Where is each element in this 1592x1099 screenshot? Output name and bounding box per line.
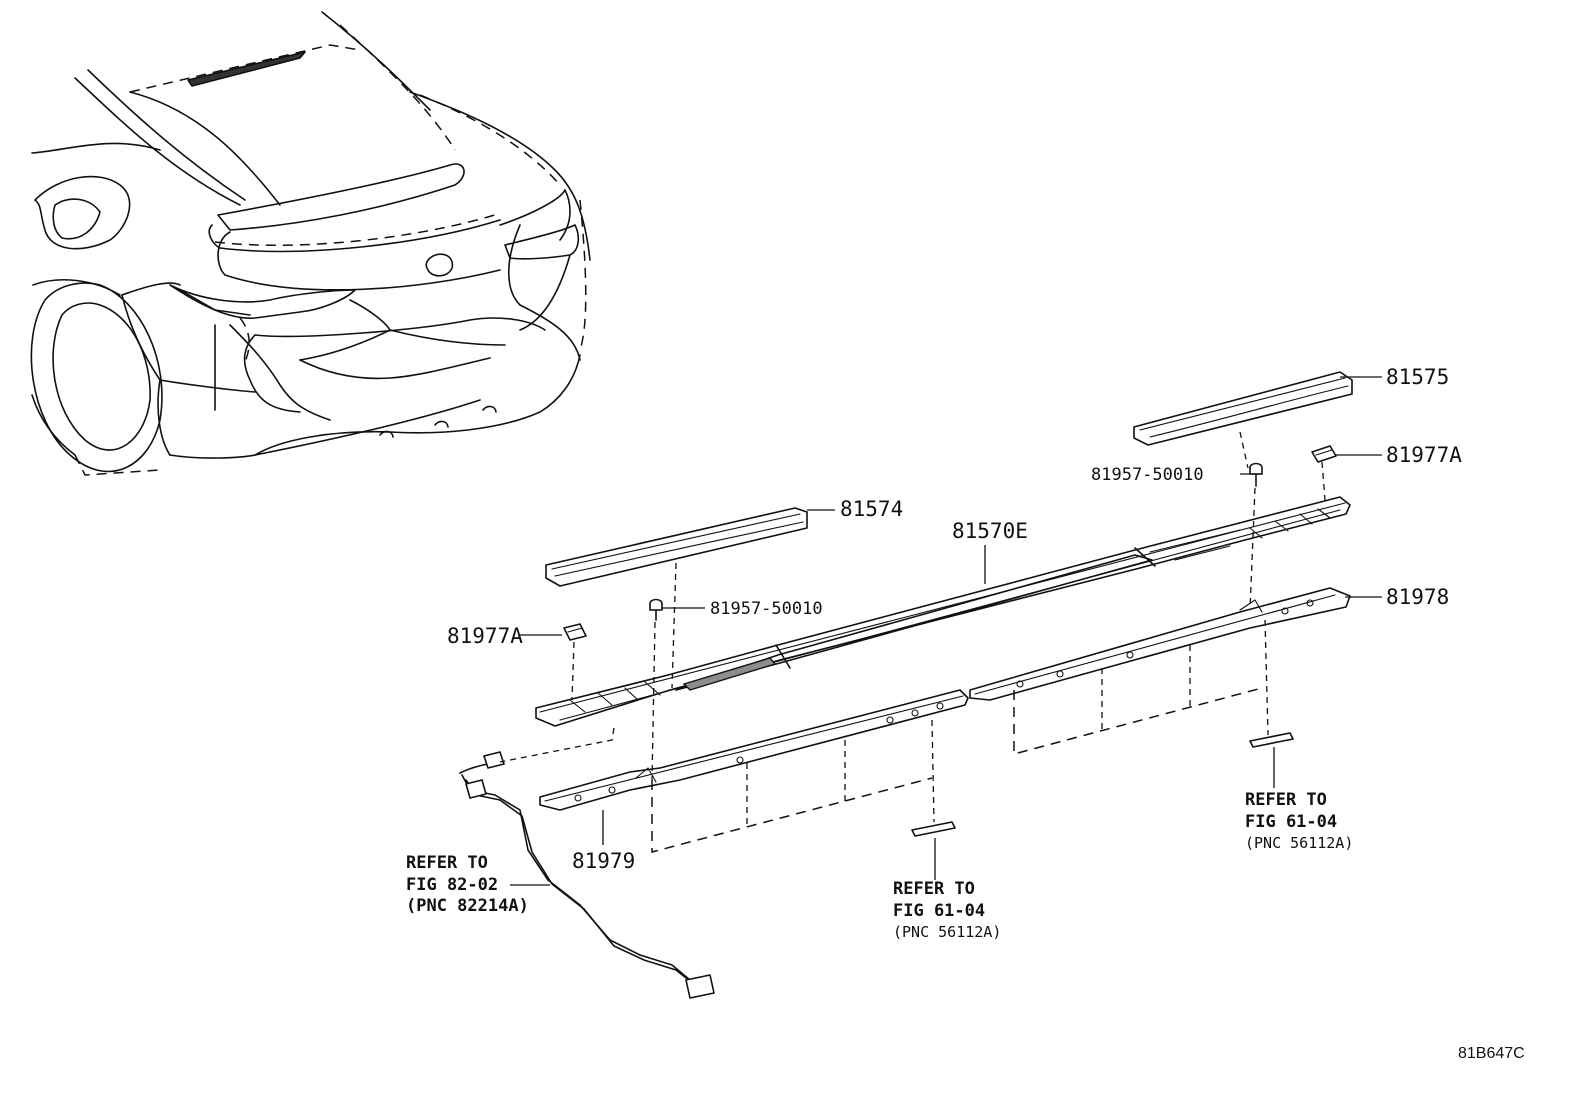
callout-81957-left: 81957-50010 <box>710 599 823 619</box>
assembly-lines <box>499 431 1326 853</box>
reference-harness: REFER TO FIG 82-02 (PNC 82214A) <box>406 853 529 916</box>
retainer-81979 <box>539 689 969 811</box>
reference-center-line3: (PNC 56112A) <box>893 923 1001 941</box>
clip-56112a-right <box>1249 732 1294 748</box>
reference-harness-line2: FIG 82-02 <box>406 875 498 895</box>
clip-81977a-right <box>1311 445 1337 463</box>
callout-81978: 81978 <box>1386 585 1449 609</box>
vehicle-rear-illustration <box>30 11 591 476</box>
garnish-81574 <box>545 507 808 587</box>
callout-81977a-right: 81977A <box>1386 443 1462 467</box>
callout-81574: 81574 <box>840 497 903 521</box>
screw-81957-left <box>649 598 663 621</box>
clip-81977a-left <box>563 623 587 641</box>
reference-right-line1: REFER TO <box>1245 790 1327 810</box>
figure-id: 81B647C <box>1458 1045 1525 1062</box>
garnish-81575 <box>1133 371 1353 446</box>
reference-right-clip: REFER TO FIG 61-04 (PNC 56112A) <box>1245 790 1353 852</box>
reference-center-clip: REFER TO FIG 61-04 (PNC 56112A) <box>893 879 1001 941</box>
callout-81570e: 81570E <box>952 519 1028 543</box>
callout-81977a-left: 81977A <box>447 624 523 648</box>
reference-harness-line3: (PNC 82214A) <box>406 896 529 916</box>
screw-81957-right <box>1249 462 1263 487</box>
leader-lines <box>510 376 1382 886</box>
reference-center-line1: REFER TO <box>893 879 975 899</box>
reference-right-line3: (PNC 56112A) <box>1245 834 1353 852</box>
retainer-81978 <box>969 587 1351 701</box>
callout-81957-right: 81957-50010 <box>1091 465 1204 485</box>
callout-81575: 81575 <box>1386 365 1449 389</box>
scuff-plate-81570e <box>535 496 1351 727</box>
callout-81979: 81979 <box>572 849 635 873</box>
wire-harness <box>459 751 715 999</box>
reference-center-line2: FIG 61-04 <box>893 901 985 921</box>
reference-right-line2: FIG 61-04 <box>1245 812 1337 832</box>
clip-56112a-center <box>911 821 956 837</box>
reference-harness-line1: REFER TO <box>406 853 488 873</box>
